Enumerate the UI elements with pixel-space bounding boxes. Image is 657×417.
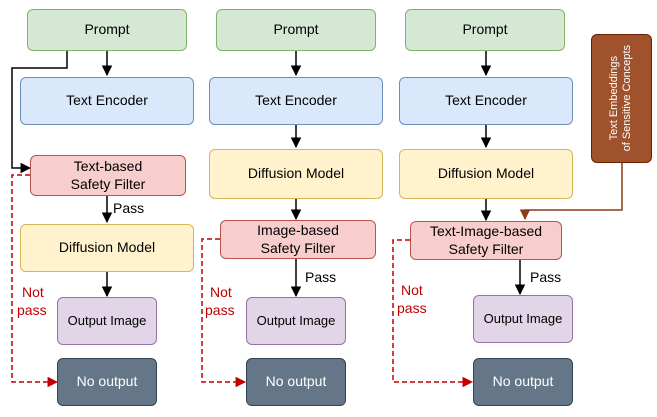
c2-output-image-box: Output Image	[246, 297, 346, 345]
c3-text-encoder-label: Text Encoder	[445, 92, 527, 109]
c3-filter-label-1: Text-Image-based	[429, 223, 543, 239]
arrow-c2-notpass	[201, 238, 247, 388]
c2-prompt-box: Prompt	[216, 9, 376, 51]
c1-text-encoder-label: Text Encoder	[66, 92, 148, 109]
c3-filter-label-2: Safety Filter	[448, 240, 524, 257]
c1-output-label: Output Image	[67, 312, 147, 328]
c2-filter-label-1: Image-based	[257, 222, 339, 238]
c3-no-output-label: No output	[492, 373, 554, 390]
arrow-c3-notpass	[392, 239, 474, 388]
c1-not-label: Not	[22, 284, 44, 300]
c1-pass-word-label: pass	[17, 302, 47, 318]
c3-output-image-box: Output Image	[473, 295, 573, 343]
c3-not-label: Not	[401, 282, 423, 298]
c2-diffusion-model-box: Diffusion Model	[209, 149, 383, 199]
c1-diffusion-label: Diffusion Model	[58, 239, 156, 256]
c3-pass-word-label: pass	[397, 300, 427, 316]
c2-text-encoder-label: Text Encoder	[255, 92, 337, 109]
concept-label-1: Text Embeddings	[608, 56, 621, 141]
c2-no-output-box: No output	[246, 358, 346, 406]
c2-safety-filter-box: Image-based Safety Filter	[220, 220, 376, 259]
c3-prompt-label: Prompt	[462, 21, 508, 38]
c1-diffusion-model-box: Diffusion Model	[20, 224, 194, 272]
c1-filter-label-2: Safety Filter	[70, 175, 146, 192]
c2-prompt-label: Prompt	[273, 21, 319, 38]
c2-text-encoder-box: Text Encoder	[209, 77, 383, 125]
c2-filter-label-2: Safety Filter	[260, 239, 336, 256]
text-embeddings-concepts-box: Text Embeddings of Sensitive Concepts	[591, 34, 652, 163]
c1-no-output-label: No output	[76, 373, 138, 390]
c3-prompt-box: Prompt	[405, 9, 565, 51]
c3-text-encoder-box: Text Encoder	[399, 77, 573, 125]
c1-prompt-box: Prompt	[27, 9, 187, 51]
c2-no-output-label: No output	[265, 373, 327, 390]
c3-pass-label: Pass	[530, 269, 562, 285]
c1-no-output-box: No output	[57, 358, 157, 406]
c2-diffusion-label: Diffusion Model	[247, 165, 345, 182]
concept-label-2: of Sensitive Concepts	[621, 45, 634, 152]
c1-safety-filter-box: Text-based Safety Filter	[30, 155, 186, 196]
c2-output-label: Output Image	[256, 312, 336, 328]
c1-output-image-box: Output Image	[57, 297, 157, 345]
arrow-c1-notpass	[11, 174, 59, 388]
c1-filter-label-1: Text-based	[73, 158, 143, 174]
c1-text-encoder-box: Text Encoder	[20, 77, 194, 125]
c3-no-output-box: No output	[473, 358, 573, 406]
arrow-c1-prompt-filter	[11, 51, 68, 174]
c3-safety-filter-box: Text-Image-based Safety Filter	[410, 221, 562, 260]
arrow-concept-to-filter	[519, 163, 623, 221]
c1-prompt-label: Prompt	[84, 21, 130, 38]
c3-diffusion-model-box: Diffusion Model	[399, 149, 573, 199]
concept-label: Text Embeddings of Sensitive Concepts	[608, 45, 634, 151]
c2-pass-word-label: pass	[205, 302, 235, 318]
c3-diffusion-label: Diffusion Model	[437, 165, 535, 182]
c1-pass-label: Pass	[113, 200, 145, 216]
c2-pass-label: Pass	[305, 269, 337, 285]
c3-output-label: Output Image	[483, 310, 563, 326]
c2-not-label: Not	[210, 284, 232, 300]
